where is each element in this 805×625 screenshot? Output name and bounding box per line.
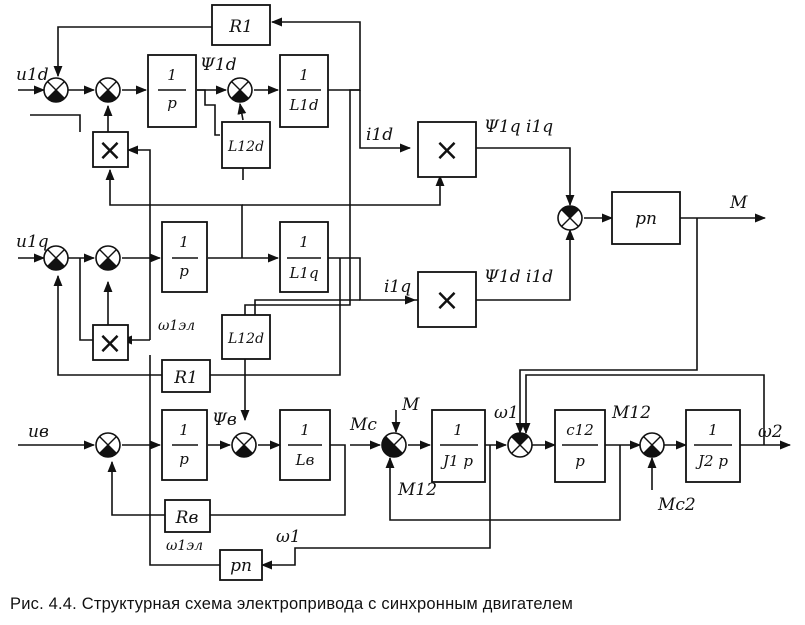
label-psi1q-i1q: Ψ1q i1q [484,117,553,137]
sum-junction-icon [507,432,533,458]
block-int-1q-num: 1 [179,233,189,251]
block-int-1d-num: 1 [167,66,177,84]
label-omega1: ω1 [494,403,519,423]
label-m-in: M [401,395,420,415]
block-j2-num: 1 [708,421,718,439]
multiplier-d: × [97,133,122,168]
signal-lines [18,17,792,570]
block-r1-top: R1 [228,17,253,37]
block-r1-bottom: R1 [173,368,198,388]
label-u1d: u1d [16,65,49,85]
sum-junction-icon [639,432,665,458]
label-m12: M12 [611,403,651,423]
sum-junction-icon [95,245,121,271]
block-diagram: R1 1 p 1 L1d L12d × 1 p 1 L1q L12d × R1 … [16,4,792,581]
label-u1q: u1q [16,232,49,252]
signal-labels: u1d u1q uв Ψ1d Ψв i1d i1q Ψ1q i1q Ψ1d i1… [16,55,783,554]
sum-junction-icon [95,432,121,458]
block-j1-num: 1 [453,421,463,439]
label-i1d: i1d [366,125,393,145]
block-l1d-num: 1 [299,66,309,84]
multiplier-psi1q-i1q: × [434,133,459,168]
block-pn-top: pп [635,209,657,229]
block-int-1q-den: p [179,262,189,280]
figure-caption: Рис. 4.4. Структурная схема электроприво… [10,595,573,613]
block-c12-den: p [575,452,585,470]
block-int-v-den: p [179,450,189,468]
block-l1q-den: L1q [288,264,318,282]
sum-junction-icon [231,432,257,458]
block-lv-num: 1 [300,421,310,439]
blocks: R1 1 p 1 L1d L12d × 1 p 1 L1q L12d × R1 … [92,4,741,581]
block-c12-num: c12 [566,421,594,439]
label-psi1d: Ψ1d [200,55,237,75]
label-mc: Mc [349,415,377,435]
block-lv-den: Lв [295,451,315,469]
block-l12d-top: L12d [227,139,264,155]
multiplier-q: × [97,326,122,361]
block-rv: Rв [175,508,199,528]
block-pn-bottom: pп [230,556,252,576]
block-j1-den: J1 p [440,452,473,470]
label-omega-el-top: ω1эл [158,318,195,334]
sum-junction-icon [381,432,407,458]
block-j2-den: J2 p [695,452,728,470]
label-torque-m: M [729,193,748,213]
block-int-v-num: 1 [179,421,189,439]
label-m12-fb: M12 [397,480,437,500]
block-int-1d-den: p [167,94,177,112]
label-omega2: ω2 [758,422,783,442]
label-omega-el-bottom: ω1эл [166,538,203,554]
label-mc2: Mc2 [657,495,696,515]
multiplier-psi1d-i1d: × [434,283,459,318]
sum-junction-icon [43,245,69,271]
label-i1q: i1q [384,277,411,297]
sum-junction-icon [227,77,253,103]
sum-junction-icon [43,77,69,103]
label-psiv: Ψв [212,410,237,430]
label-omega1-feedback: ω1 [276,527,301,547]
block-l1q-num: 1 [299,233,309,251]
sum-junction-icon [557,205,583,231]
block-l12d-mid: L12d [227,331,264,347]
label-psi1d-i1d: Ψ1d i1d [484,267,553,287]
summing-junctions [43,77,665,458]
label-uv: uв [28,422,49,442]
block-l1d-den: L1d [288,96,318,114]
sum-junction-icon [95,77,121,103]
